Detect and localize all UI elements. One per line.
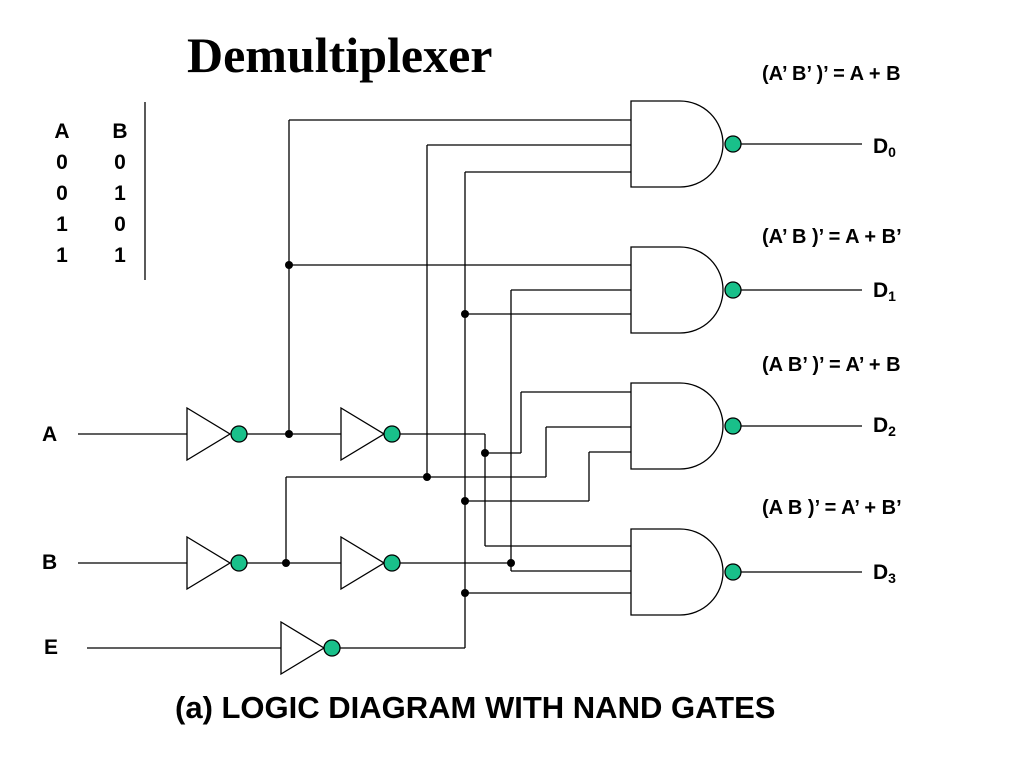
truth-table-cell: 0 xyxy=(56,182,68,205)
equation-d3: (A B )’ = A’ + B’ xyxy=(762,497,902,519)
equation-d0: (A’ B’ )’ = A + B xyxy=(762,63,901,85)
nand-gate-d1 xyxy=(630,246,862,334)
output-label-d3: D3 xyxy=(873,561,896,586)
inverter-a1 xyxy=(186,406,248,462)
truth-table-header-a: A xyxy=(54,120,70,143)
equation-d2: (A B’ )’ = A’ + B xyxy=(762,354,901,376)
inverter-b1 xyxy=(186,535,248,591)
input-label-e: E xyxy=(44,636,59,659)
output-label-d1: D1 xyxy=(873,279,896,304)
output-label-d0: D0 xyxy=(873,135,896,160)
truth-table-cell: 0 xyxy=(114,213,126,236)
page-title: Demultiplexer xyxy=(187,27,493,83)
output-label-d2: D2 xyxy=(873,414,896,439)
truth-table-cell: 1 xyxy=(114,244,126,267)
inverter-b2 xyxy=(340,535,401,591)
inverter-e xyxy=(280,620,341,676)
diagram-caption: (a) LOGIC DIAGRAM WITH NAND GATES xyxy=(175,690,776,725)
truth-table-cell: 0 xyxy=(56,151,68,174)
truth-table-cell: 0 xyxy=(114,151,126,174)
truth-table-cell: 1 xyxy=(56,213,68,236)
truth-table-cell: 1 xyxy=(114,182,126,205)
input-label-a: A xyxy=(42,423,58,446)
inverter-a2 xyxy=(340,406,401,462)
junction-dots xyxy=(282,261,515,597)
nand-gate-d3 xyxy=(630,528,862,616)
equation-d1: (A’ B )’ = A + B’ xyxy=(762,226,902,248)
nand-gate-d0 xyxy=(630,100,862,188)
truth-table-header-b: B xyxy=(112,120,128,143)
input-label-b: B xyxy=(42,551,58,574)
nand-gate-d2 xyxy=(630,382,862,470)
truth-table-cell: 1 xyxy=(56,244,68,267)
